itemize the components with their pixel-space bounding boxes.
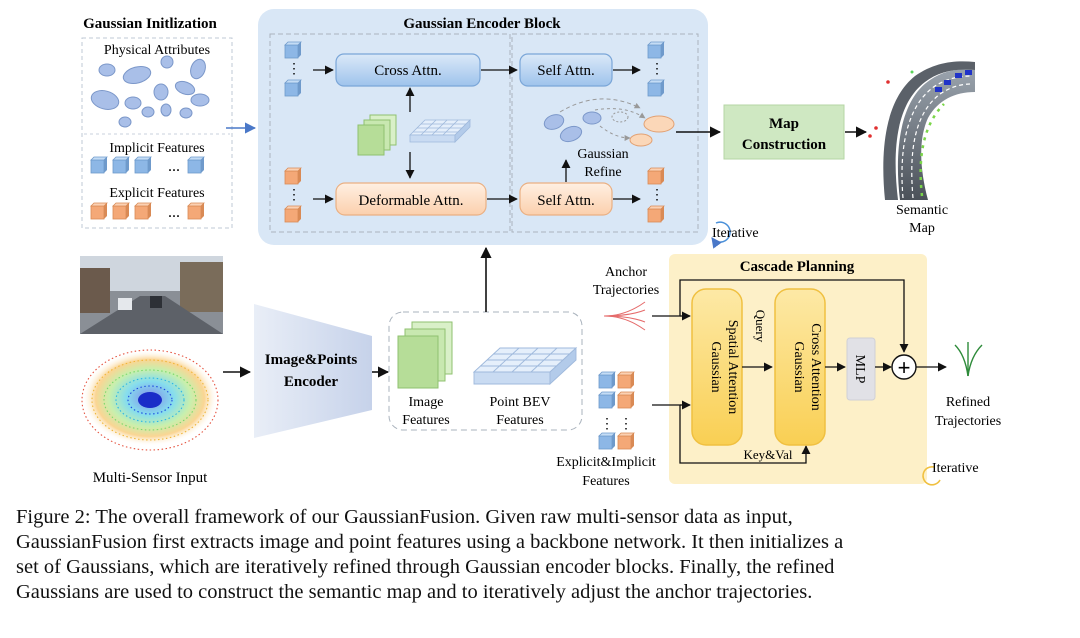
caption-line-1: Figure 2: The overall framework of our G…: [16, 506, 793, 528]
self-attn-bottom-box: [519, 182, 613, 216]
caption-line-4: Gaussians are used to construct the sema…: [16, 581, 813, 603]
encoder-trapezoid: [254, 304, 372, 438]
caption-line-2: GaussianFusion first extracts image and …: [16, 531, 844, 553]
deformable-attn-box: [335, 182, 487, 216]
query-cube-bottom-out-1: [647, 167, 665, 185]
planning-iterative-label: Iterative: [932, 461, 979, 476]
multi-sensor-input: Multi-Sensor Input: [80, 256, 252, 486]
gaussian-refine-label-1: Gaussian: [577, 147, 628, 162]
anchor-trajectories-label-2: Trajectories: [593, 283, 659, 298]
explicit-feature-cubes: [90, 202, 205, 220]
gaussian-encoder-block: Gaussian Encoder Block ⋮ Cross Attn. Sel…: [258, 9, 759, 249]
map-construction-label-1: Map: [769, 116, 799, 132]
query-label: Query: [753, 310, 768, 343]
framework-diagram: Gaussian Initlization Physical Attribute…: [80, 9, 1001, 489]
gaussian-initialization-panel: Gaussian Initlization Physical Attribute…: [81, 16, 257, 229]
extracted-features: Image Features Point BEV Features: [388, 246, 583, 431]
anchor-trajectories-icon: [603, 301, 646, 331]
bev-features-label-2: Features: [496, 413, 543, 428]
implicit-ellipsis: ...: [168, 158, 180, 175]
query-cube-bottom-out-2: [647, 205, 665, 223]
encoder-left-dashed: [269, 33, 511, 233]
sum-symbol: +: [898, 355, 911, 380]
vertical-ellipsis: ⋮: [650, 62, 664, 77]
semantic-map-label-1: Semantic: [896, 203, 948, 218]
refined-trajectories-icon: [954, 342, 983, 377]
cascade-planning: Cascade Planning Anchor Trajectories ⋮⋮ …: [556, 254, 1001, 489]
anchor-input-line: [652, 279, 909, 353]
explicit-features-label: Explicit Features: [109, 186, 204, 201]
init-title: Gaussian Initlization: [83, 16, 217, 32]
gaussian-refine-ellipses: [543, 98, 675, 147]
query-cube-bottom-1: [284, 167, 302, 185]
keyval-label: Key&Val: [743, 447, 792, 462]
cross-attention-label-2: Cross Attention: [808, 323, 823, 411]
cross-attn-box: [335, 53, 481, 87]
map-construction-box: [723, 104, 845, 160]
explicit-implicit-cubes: ⋮⋮: [598, 371, 635, 450]
spatial-attention-label-1: Gaussian: [708, 341, 723, 392]
image-feature-stack: [397, 321, 453, 389]
refined-trajectories-label-1: Refined: [946, 395, 990, 410]
image-features-label-1: Image: [409, 395, 444, 410]
bev-feature-grid-small: [409, 119, 471, 143]
semantic-map-label-2: Map: [909, 221, 935, 236]
explicit-implicit-label-2: Features: [582, 474, 629, 489]
caption-line-3: set of Gaussians, which are iteratively …: [16, 556, 835, 578]
physical-attributes-label: Physical Attributes: [104, 43, 210, 58]
implicit-feature-cubes: [90, 156, 205, 174]
map-construction: Map Construction Semantic Map: [723, 61, 975, 236]
encoder-iterative-label: Iterative: [712, 226, 759, 241]
implicit-features-label: Implicit Features: [109, 141, 204, 156]
self-attn-top-label: Self Attn.: [537, 63, 595, 79]
image-features-label-2: Features: [402, 413, 449, 428]
init-box: [81, 37, 233, 229]
map-construction-label-2: Construction: [742, 137, 827, 153]
image-feature-stack-small: [357, 114, 397, 156]
encoder-title: Gaussian Encoder Block: [403, 16, 561, 32]
explicit-implicit-label-1: Explicit&Implicit: [556, 455, 656, 470]
encoder-label-2: Encoder: [284, 374, 339, 390]
bev-features-label-1: Point BEV: [489, 395, 550, 410]
vertical-ellipsis: ⋮: [287, 62, 301, 77]
self-attn-top-box: [519, 53, 613, 87]
self-attn-bottom-label: Self Attn.: [537, 193, 595, 209]
encoder-right-dashed: [511, 33, 699, 233]
query-cube-top-out-1: [647, 41, 665, 59]
bev-feature-grid: [472, 346, 578, 386]
encoder-label-1: Image&Points: [265, 352, 358, 368]
vertical-ellipsis: ⋮: [287, 188, 301, 203]
gaussian-refine-label-2: Refine: [584, 165, 621, 180]
explicit-ellipsis: ...: [168, 204, 180, 221]
vertical-ellipsis: ⋮: [650, 188, 664, 203]
image-points-encoder: Image&Points Encoder: [254, 304, 390, 438]
multi-sensor-label: Multi-Sensor Input: [93, 470, 208, 486]
semantic-map-image: [868, 61, 975, 201]
refined-trajectories-label-2: Trajectories: [935, 414, 1001, 429]
mlp-label: MLP: [852, 355, 867, 384]
spatial-attention-label-2: Spatial Attention: [725, 320, 740, 415]
cross-attn-label: Cross Attn.: [374, 63, 442, 79]
mlp-box: [846, 337, 876, 401]
anchor-trajectories-label-1: Anchor: [605, 265, 647, 280]
figure-caption: Figure 2: The overall framework of our G…: [16, 505, 1066, 605]
planning-iterative-icon: [922, 466, 941, 486]
query-cube-top-2: [284, 79, 302, 97]
query-cube-top-1: [284, 41, 302, 59]
query-cube-bottom-2: [284, 205, 302, 223]
features-input-line: [652, 404, 811, 464]
gaussian-ellipses: [90, 55, 210, 128]
svg-text:⋮: ⋮: [600, 417, 614, 432]
svg-text:⋮: ⋮: [619, 417, 633, 432]
deformable-attn-label: Deformable Attn.: [359, 193, 464, 209]
encoder-iterative-icon: [711, 221, 731, 249]
query-cube-top-out-2: [647, 79, 665, 97]
cascade-planning-title: Cascade Planning: [740, 259, 855, 275]
cross-attention-label-1: Gaussian: [791, 341, 806, 392]
